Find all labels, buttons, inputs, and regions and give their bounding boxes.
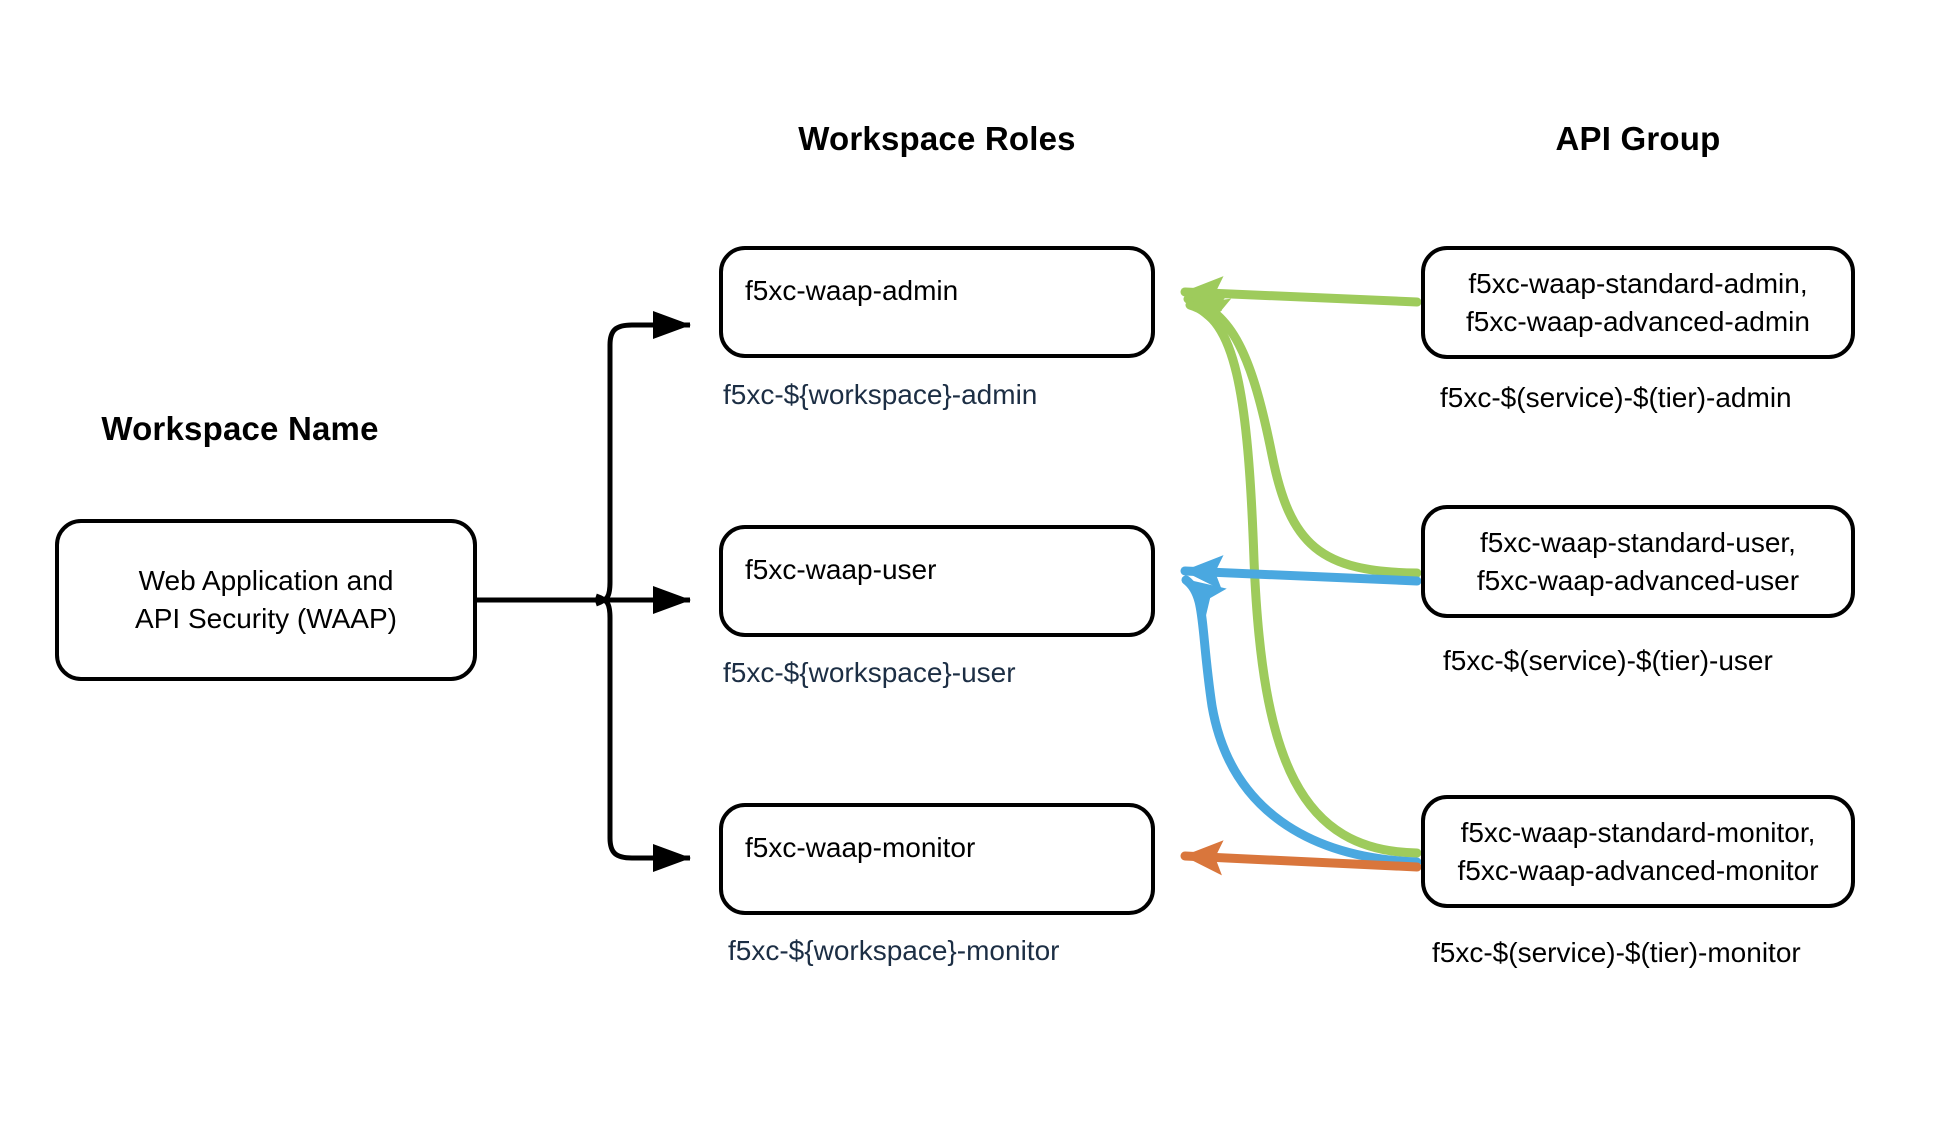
connector-api-admin-to-role-admin bbox=[1180, 276, 1422, 312]
api-group-user-line-1: f5xc-waap-standard-user, bbox=[1480, 526, 1796, 558]
connector-api-user-to-role-admin bbox=[1183, 292, 1422, 578]
api-group-text-user: f5xc-waap-standard-user, f5xc-waap-advan… bbox=[1425, 524, 1851, 599]
api-group-monitor-line-1: f5xc-waap-standard-monitor, bbox=[1460, 816, 1816, 848]
role-caption-admin: f5xc-${workspace}-admin bbox=[723, 379, 1038, 410]
role-label-admin: f5xc-waap-admin bbox=[745, 275, 959, 306]
workspace-name-line-1: Web Application and bbox=[138, 565, 394, 597]
connector-api-user-to-role-user bbox=[1180, 555, 1422, 591]
api-group-caption-monitor: f5xc-$(service)-$(tier)-monitor bbox=[1432, 937, 1801, 968]
connector-api-monitor-to-role-admin bbox=[1185, 298, 1422, 858]
connector-workspace-to-monitor bbox=[595, 593, 691, 873]
api-group-text-monitor: f5xc-waap-standard-monitor, f5xc-waap-ad… bbox=[1425, 814, 1851, 889]
api-group-box-monitor[interactable]: f5xc-waap-standard-monitor, f5xc-waap-ad… bbox=[1421, 795, 1855, 908]
connector-api-monitor-to-role-user bbox=[1181, 575, 1422, 867]
api-group-admin-line-2: f5xc-waap-advanced-admin bbox=[1466, 305, 1810, 337]
workspace-name-line-2: API Security (WAAP) bbox=[135, 603, 397, 634]
role-box-user[interactable]: f5xc-waap-user bbox=[719, 525, 1155, 637]
api-group-user-line-2: f5xc-waap-advanced-user bbox=[1476, 564, 1800, 596]
api-group-caption-user: f5xc-$(service)-$(tier)-user bbox=[1443, 645, 1773, 676]
role-caption-monitor: f5xc-${workspace}-monitor bbox=[728, 935, 1060, 966]
api-group-admin-line-1: f5xc-waap-standard-admin, bbox=[1468, 267, 1808, 299]
orange-connectors bbox=[1180, 840, 1422, 876]
workspace-fanout-connectors bbox=[477, 311, 691, 873]
heading-api-group: API Group bbox=[1555, 120, 1721, 157]
workspace-name-box[interactable]: Web Application and API Security (WAAP) bbox=[55, 519, 477, 681]
api-group-monitor-line-2: f5xc-waap-advanced-monitor bbox=[1457, 854, 1819, 886]
workspace-name-text: Web Application and API Security (WAAP) bbox=[59, 562, 473, 637]
role-caption-user: f5xc-${workspace}-user bbox=[723, 657, 1016, 688]
role-box-monitor[interactable]: f5xc-waap-monitor bbox=[719, 803, 1155, 915]
role-label-user: f5xc-waap-user bbox=[745, 554, 937, 585]
role-box-admin[interactable]: f5xc-waap-admin bbox=[719, 246, 1155, 358]
api-group-box-admin[interactable]: f5xc-waap-standard-admin, f5xc-waap-adva… bbox=[1421, 246, 1855, 359]
role-label-monitor: f5xc-waap-monitor bbox=[745, 832, 976, 863]
connector-api-monitor-to-role-monitor bbox=[1180, 840, 1422, 876]
green-connectors bbox=[1180, 276, 1422, 858]
heading-workspace-roles: Workspace Roles bbox=[798, 120, 1076, 157]
blue-connectors bbox=[1180, 555, 1422, 867]
connector-workspace-to-admin bbox=[595, 311, 691, 607]
api-group-box-user[interactable]: f5xc-waap-standard-user, f5xc-waap-advan… bbox=[1421, 505, 1855, 618]
api-group-text-admin: f5xc-waap-standard-admin, f5xc-waap-adva… bbox=[1425, 265, 1851, 340]
heading-workspace-name: Workspace Name bbox=[101, 410, 379, 447]
api-group-caption-admin: f5xc-$(service)-$(tier)-admin bbox=[1440, 382, 1792, 413]
